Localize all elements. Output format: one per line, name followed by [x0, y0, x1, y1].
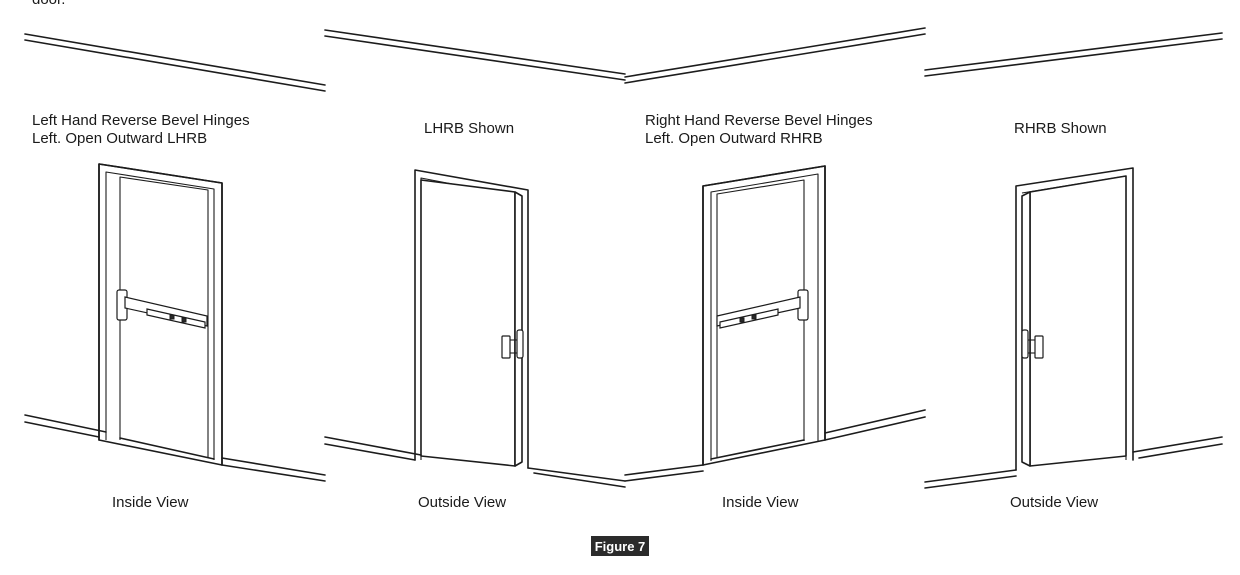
panel-3-header-line-1: Right Hand Reverse Bevel Hinges [645, 112, 873, 129]
panel-4-header: RHRB Shown [1014, 120, 1107, 137]
panel-lhrb-outside: LHRB Shown Outside View [324, 29, 626, 511]
panic-exit-bar [716, 289, 809, 329]
panel-2-footer: Outside View [418, 494, 506, 511]
top-text-fragment: door. [32, 0, 65, 8]
panel-rhrb-outside: RHRB Shown Outside View [924, 32, 1223, 511]
panel-3-header-line-2: Left. Open Outward RHRB [645, 130, 823, 147]
panel-1-header-line-1: Left Hand Reverse Bevel Hinges [32, 112, 250, 129]
door-frame [624, 165, 926, 482]
door-frame [924, 167, 1223, 489]
panel-1-footer: Inside View [112, 494, 189, 511]
panic-exit-bar [116, 289, 208, 329]
panel-1-header-line-2: Left. Open Outward LHRB [32, 130, 207, 147]
outside-pull-trim [501, 329, 524, 359]
panel-rhrb-inside: Right Hand Reverse Bevel Hinges Left. Op… [624, 27, 926, 511]
panel-4-footer: Outside View [1010, 494, 1098, 511]
panel-2-header: LHRB Shown [424, 120, 514, 137]
figure-label-badge: Figure 7 [591, 536, 649, 556]
panel-lhrb-inside: Left Hand Reverse Bevel Hinges Left. Ope… [24, 33, 326, 511]
door-frame [24, 163, 326, 482]
door-frame [324, 169, 626, 488]
outside-pull-trim [1021, 329, 1044, 359]
panel-3-footer: Inside View [722, 494, 799, 511]
figure-label: Figure 7 [595, 539, 646, 554]
